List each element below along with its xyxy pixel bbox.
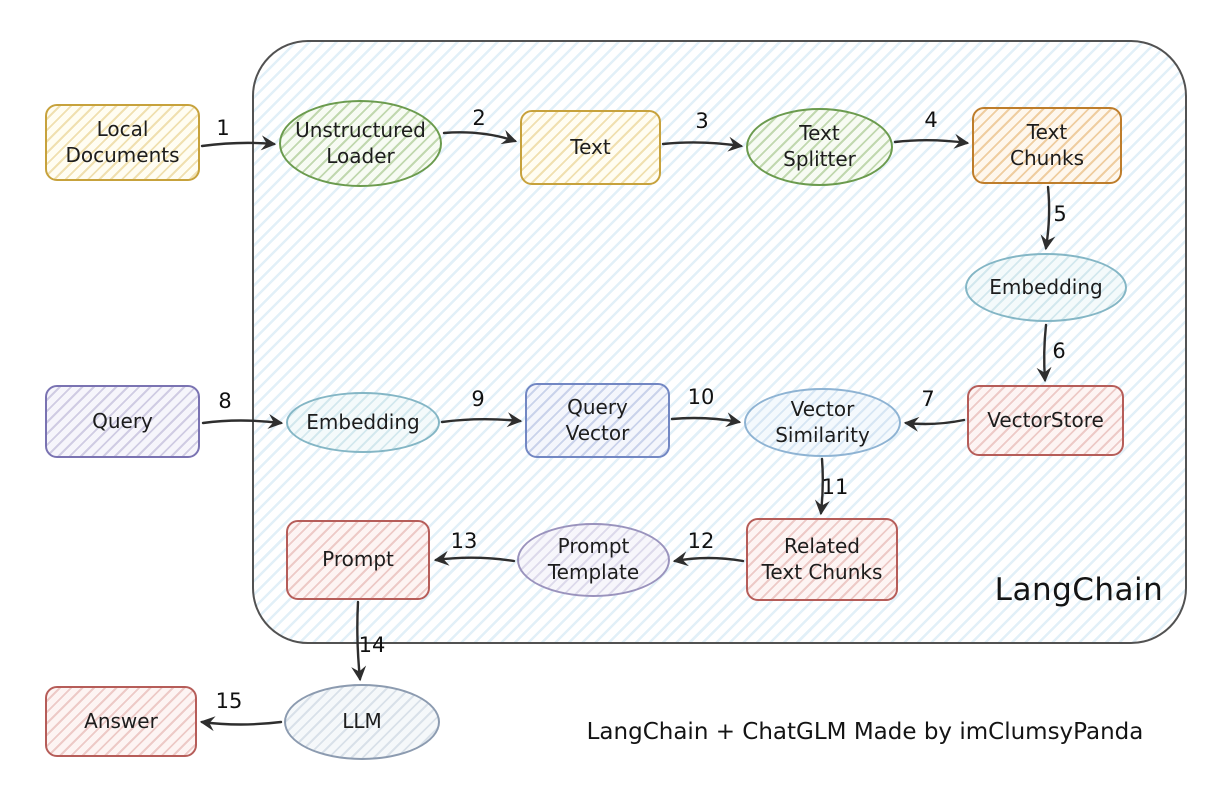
- node-local-documents: Local Documents: [45, 104, 200, 181]
- arrow-9: [440, 412, 523, 428]
- arrow-11: [814, 457, 830, 516]
- node-label: Related Text Chunks: [761, 533, 883, 584]
- arrow-15: [199, 716, 283, 732]
- node-text-chunks: Text Chunks: [972, 107, 1122, 184]
- edge-number-2: 2: [472, 106, 486, 130]
- node-text: Text: [520, 110, 661, 185]
- node-unstructured-loader: Unstructured Loader: [279, 100, 442, 187]
- edge-number-6: 6: [1052, 339, 1066, 363]
- node-label: Vector Similarity: [775, 396, 870, 447]
- node-label: Embedding: [306, 409, 420, 434]
- node-vector-similarity: Vector Similarity: [744, 388, 901, 457]
- node-label: Text Splitter: [783, 121, 856, 171]
- langchain-title: LangChain: [994, 572, 1164, 608]
- edge-number-13: 13: [450, 529, 478, 553]
- node-related-text-chunks: Related Text Chunks: [746, 518, 898, 601]
- node-label: Text Chunks: [1010, 119, 1084, 170]
- node-prompt: Prompt: [286, 520, 430, 600]
- edge-number-1: 1: [216, 116, 230, 140]
- arrow-8: [201, 414, 284, 429]
- made-by-caption: LangChain + ChatGLM Made by imClumsyPand…: [586, 719, 1144, 745]
- node-label: Prompt: [322, 547, 394, 572]
- edge-number-9: 9: [471, 387, 485, 411]
- arrow-3: [661, 136, 744, 152]
- arrow-4: [893, 133, 970, 149]
- edge-number-4: 4: [924, 108, 938, 132]
- arrow-13: [433, 550, 516, 566]
- edge-number-8: 8: [218, 389, 232, 413]
- edge-number-10: 10: [687, 385, 715, 409]
- node-answer: Answer: [45, 686, 197, 757]
- edge-number-5: 5: [1053, 202, 1067, 226]
- node-label: VectorStore: [987, 407, 1104, 432]
- edge-number-12: 12: [687, 529, 715, 553]
- edge-number-15: 15: [215, 689, 243, 713]
- node-label: Unstructured Loader: [295, 117, 426, 168]
- node-vectorstore: VectorStore: [967, 385, 1124, 456]
- node-label: Answer: [84, 708, 158, 733]
- node-label: Query Vector: [565, 394, 630, 445]
- node-text-splitter: Text Splitter: [746, 108, 893, 186]
- arrow-14: [351, 600, 367, 682]
- arrow-5: [1040, 185, 1056, 251]
- arrow-2: [442, 129, 518, 145]
- edge-number-3: 3: [695, 109, 709, 133]
- node-embedding-query: Embedding: [286, 392, 440, 453]
- edge-number-11: 11: [821, 475, 849, 499]
- node-label: Embedding: [989, 274, 1103, 299]
- node-label: Local Documents: [65, 116, 180, 167]
- node-llm: LLM: [284, 684, 440, 760]
- arrow-1: [200, 135, 277, 151]
- edge-number-7: 7: [921, 387, 935, 411]
- node-label: Text: [570, 134, 611, 159]
- arrow-10: [670, 412, 742, 428]
- node-label: Query: [92, 408, 153, 433]
- arrow-12: [672, 551, 745, 567]
- edge-number-14: 14: [358, 633, 386, 657]
- node-prompt-template: Prompt Template: [517, 523, 670, 597]
- arrow-6: [1036, 323, 1052, 383]
- arrow-7: [903, 416, 966, 432]
- node-label: LLM: [342, 709, 382, 734]
- node-embedding-store: Embedding: [965, 253, 1127, 322]
- node-label: Prompt Template: [547, 534, 640, 584]
- node-query: Query: [45, 385, 200, 458]
- node-query-vector: Query Vector: [525, 383, 670, 458]
